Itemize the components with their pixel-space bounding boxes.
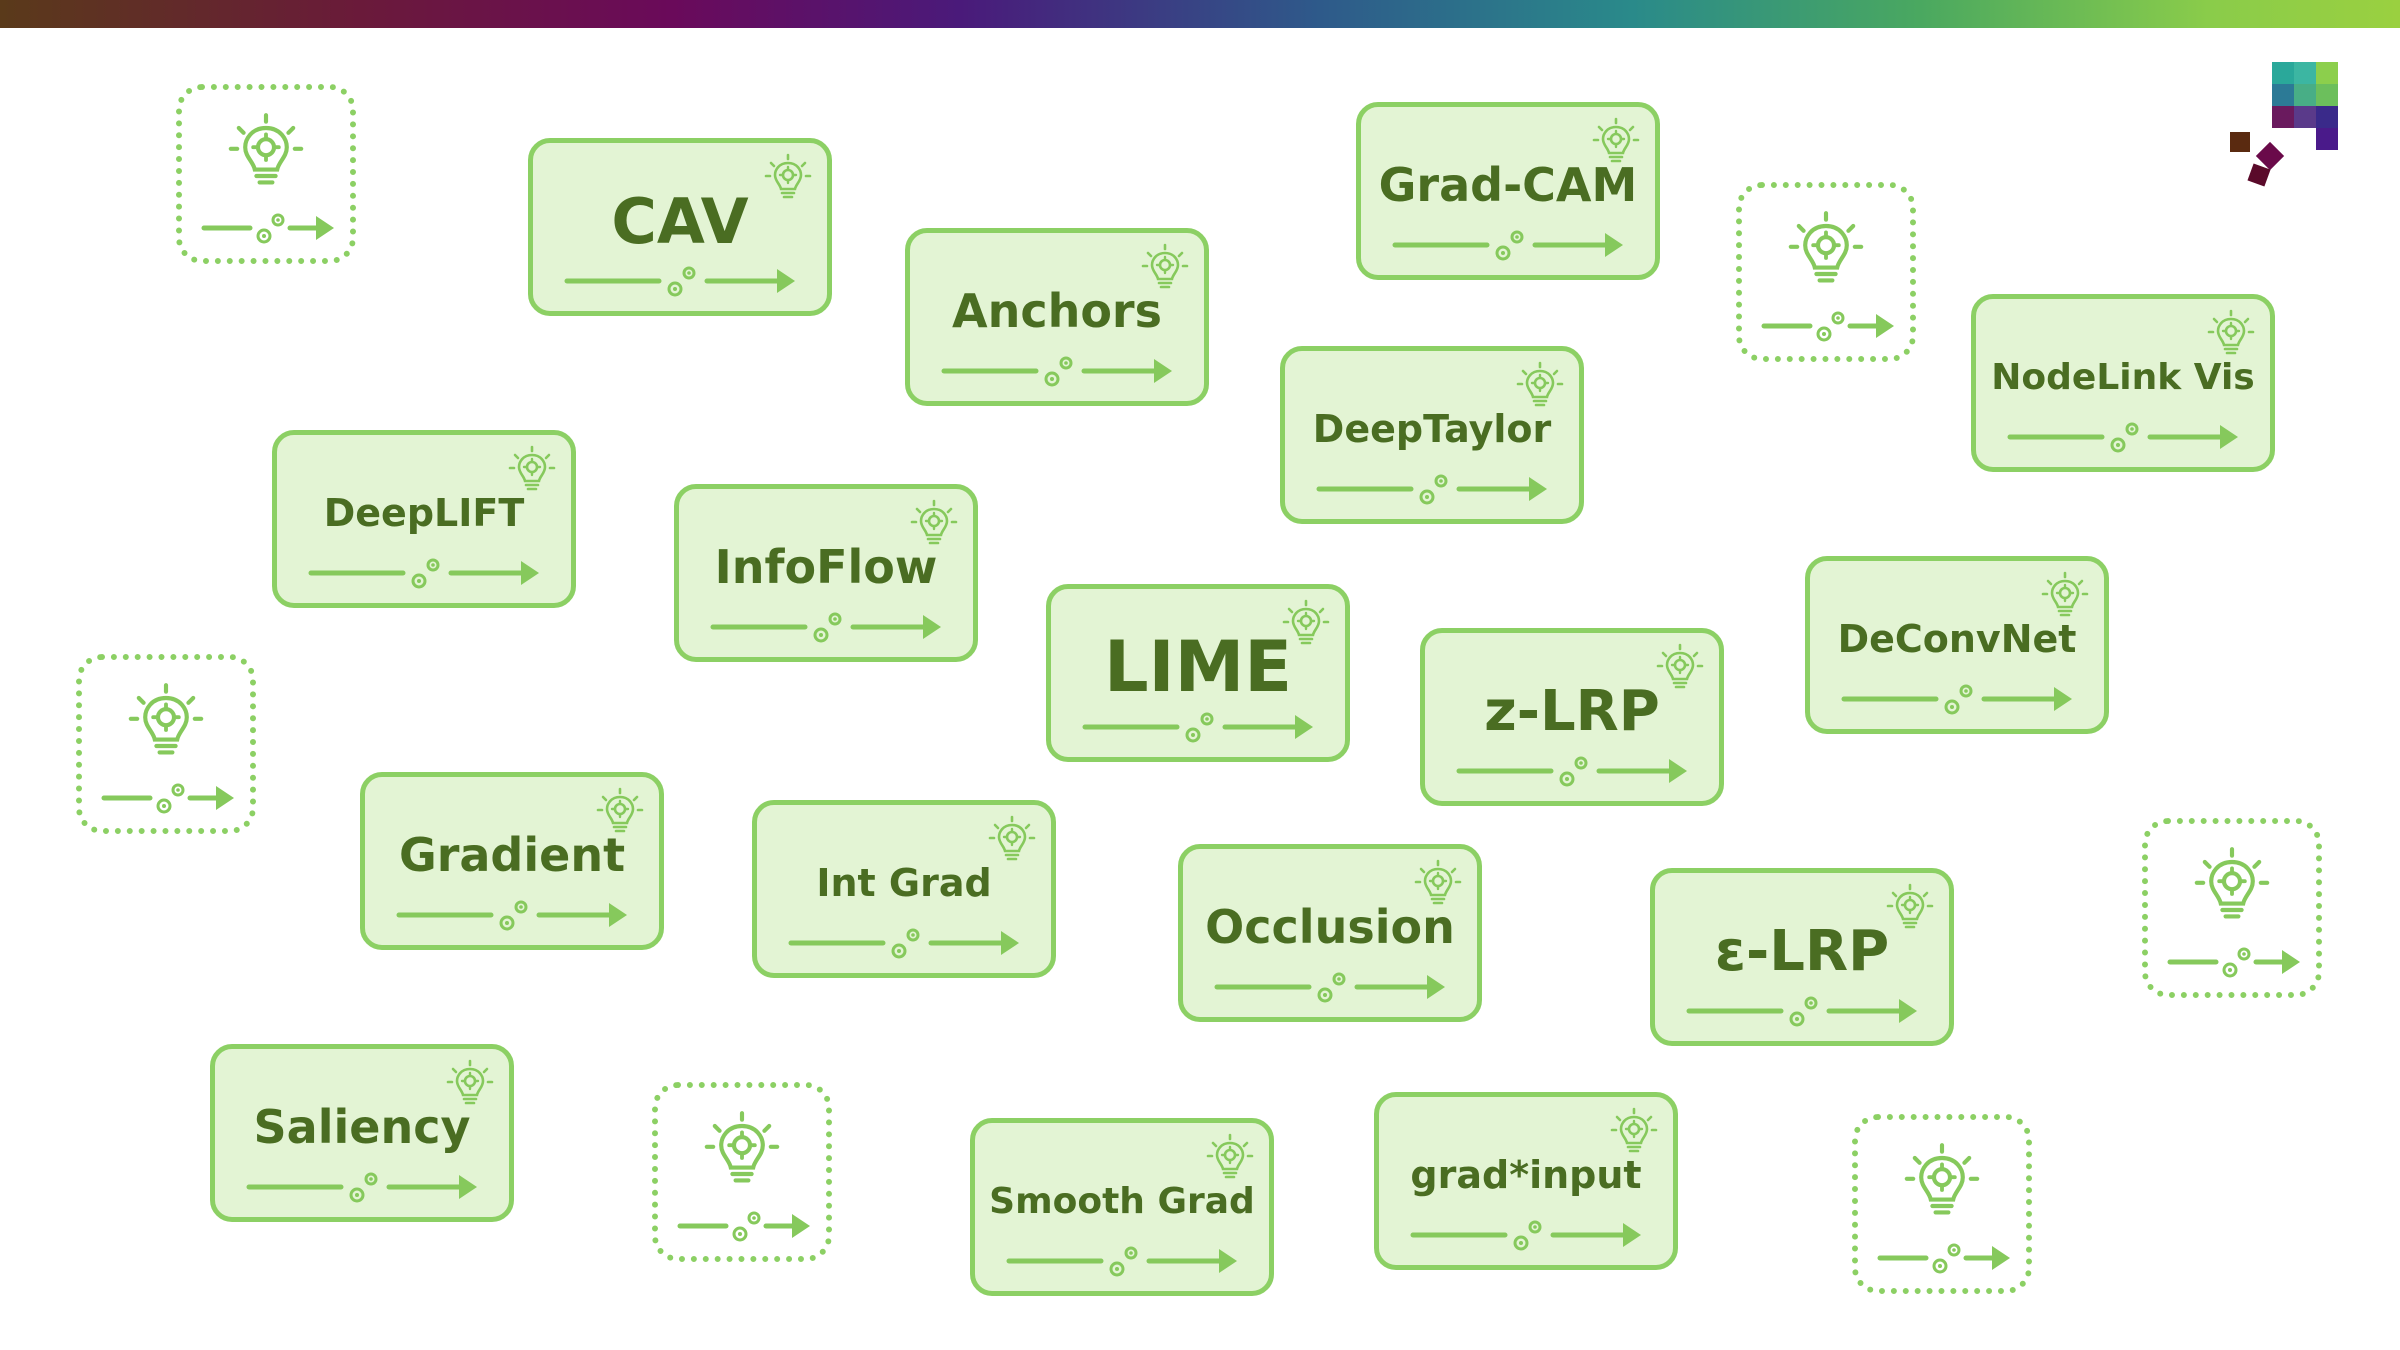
gear-arrow-flow-icon — [1391, 225, 1627, 265]
gear-arrow-flow-icon — [2166, 942, 2304, 982]
method-card-int-grad: Int Grad — [752, 800, 1056, 978]
placeholder-card — [1852, 1114, 2032, 1294]
placeholder-card — [176, 84, 356, 264]
gear-arrow-flow-icon — [395, 895, 631, 935]
gear-arrow-flow-icon — [940, 351, 1176, 391]
gear-arrow-flow-icon — [1409, 1215, 1645, 1255]
method-label: Int Grad — [816, 861, 992, 905]
gear-arrow-flow-icon — [1455, 751, 1691, 791]
top-gradient-bar — [0, 0, 2400, 28]
gear-arrow-flow-icon — [563, 261, 799, 301]
gear-arrow-flow-icon — [1685, 991, 1921, 1031]
method-card-deeplift: DeepLIFT — [272, 430, 576, 608]
gear-arrow-flow-icon — [1760, 306, 1898, 346]
gear-arrow-flow-icon — [787, 923, 1023, 963]
gear-arrow-flow-icon — [100, 778, 238, 818]
placeholder-card — [652, 1082, 832, 1262]
gear-arrow-flow-icon — [676, 1206, 814, 1246]
method-card-cav: CAV — [528, 138, 832, 316]
placeholder-card — [76, 654, 256, 834]
method-label: grad*input — [1410, 1153, 1642, 1197]
method-card-grad-input: grad*input — [1374, 1092, 1678, 1270]
method-card-smooth-grad: Smooth Grad — [970, 1118, 1274, 1296]
gear-arrow-flow-icon — [1876, 1238, 2014, 1278]
method-label: InfoFlow — [714, 540, 938, 594]
method-card-nodelink-vis: NodeLink Vis — [1971, 294, 2275, 472]
gear-arrow-flow-icon — [709, 607, 945, 647]
method-card-deconvnet: DeConvNet — [1805, 556, 2109, 734]
gear-arrow-flow-icon — [200, 208, 338, 248]
gear-arrow-flow-icon — [245, 1167, 481, 1207]
method-card-epsilon-lrp: ε-LRP — [1650, 868, 1954, 1046]
method-card-infoflow: InfoFlow — [674, 484, 978, 662]
method-label: DeConvNet — [1837, 617, 2077, 661]
placeholder-card — [2142, 818, 2322, 998]
method-label: Smooth Grad — [989, 1180, 1255, 1222]
lightbulb-gear-icon — [702, 1110, 782, 1190]
method-label: CAV — [611, 184, 749, 258]
gear-arrow-flow-icon — [1081, 707, 1317, 747]
method-card-gradient: Gradient — [360, 772, 664, 950]
gear-arrow-flow-icon — [307, 553, 543, 593]
pixel-mosaic-logo — [2230, 62, 2338, 187]
method-label: ε-LRP — [1714, 918, 1890, 984]
method-card-saliency: Saliency — [210, 1044, 514, 1222]
method-label: LIME — [1103, 626, 1293, 708]
gear-arrow-flow-icon — [1213, 967, 1449, 1007]
method-label: Anchors — [951, 284, 1163, 338]
method-label: DeepTaylor — [1312, 407, 1552, 451]
method-label: DeepLIFT — [323, 491, 525, 535]
method-label: Grad-CAM — [1378, 158, 1638, 212]
method-card-anchors: Anchors — [905, 228, 1209, 406]
gear-arrow-flow-icon — [1315, 469, 1551, 509]
method-label: Saliency — [253, 1100, 471, 1154]
lightbulb-gear-icon — [2192, 846, 2272, 926]
lightbulb-gear-icon — [226, 112, 306, 192]
lightbulb-gear-icon — [1902, 1142, 1982, 1222]
method-label: Gradient — [398, 828, 626, 882]
method-card-deeptaylor: DeepTaylor — [1280, 346, 1584, 524]
method-card-lime: LIME — [1046, 584, 1350, 762]
gear-arrow-flow-icon — [1840, 679, 2076, 719]
method-card-occlusion: Occlusion — [1178, 844, 1482, 1022]
lightbulb-gear-icon — [1786, 210, 1866, 290]
gear-arrow-flow-icon — [1005, 1241, 1241, 1281]
method-label: NodeLink Vis — [1991, 356, 2255, 398]
method-card-grad-cam: Grad-CAM — [1356, 102, 1660, 280]
method-card-z-lrp: z-LRP — [1420, 628, 1724, 806]
method-label: z-LRP — [1484, 678, 1660, 744]
method-label: Occlusion — [1205, 900, 1455, 954]
placeholder-card — [1736, 182, 1916, 362]
lightbulb-gear-icon — [126, 682, 206, 762]
gear-arrow-flow-icon — [2006, 417, 2242, 457]
